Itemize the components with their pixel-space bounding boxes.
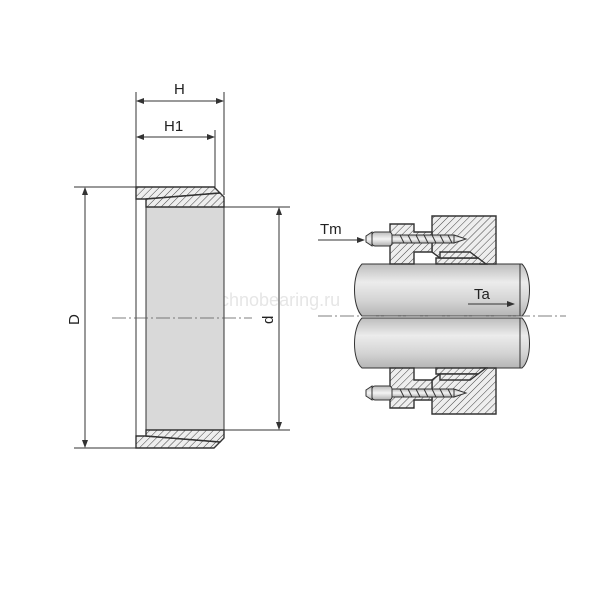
label-d: d <box>260 316 277 324</box>
label-Tm: Tm <box>320 221 342 238</box>
bolt-top <box>365 231 468 247</box>
bolt-bottom <box>365 385 468 401</box>
dimension-H: H <box>136 81 224 104</box>
label-Ta: Ta <box>474 286 491 303</box>
watermark-text: technobearing.ru <box>205 290 340 310</box>
label-D: D <box>66 314 83 325</box>
locking-element-section <box>74 92 290 449</box>
label-H1: H1 <box>164 118 183 135</box>
dimension-d: d <box>260 207 282 430</box>
installation-view <box>318 215 566 415</box>
torque-Ta: Ta <box>468 286 515 307</box>
label-H: H <box>174 81 185 98</box>
dimension-D: D <box>66 187 88 448</box>
torque-Tm: Tm <box>318 221 365 243</box>
dimension-H1: H1 <box>136 118 215 140</box>
